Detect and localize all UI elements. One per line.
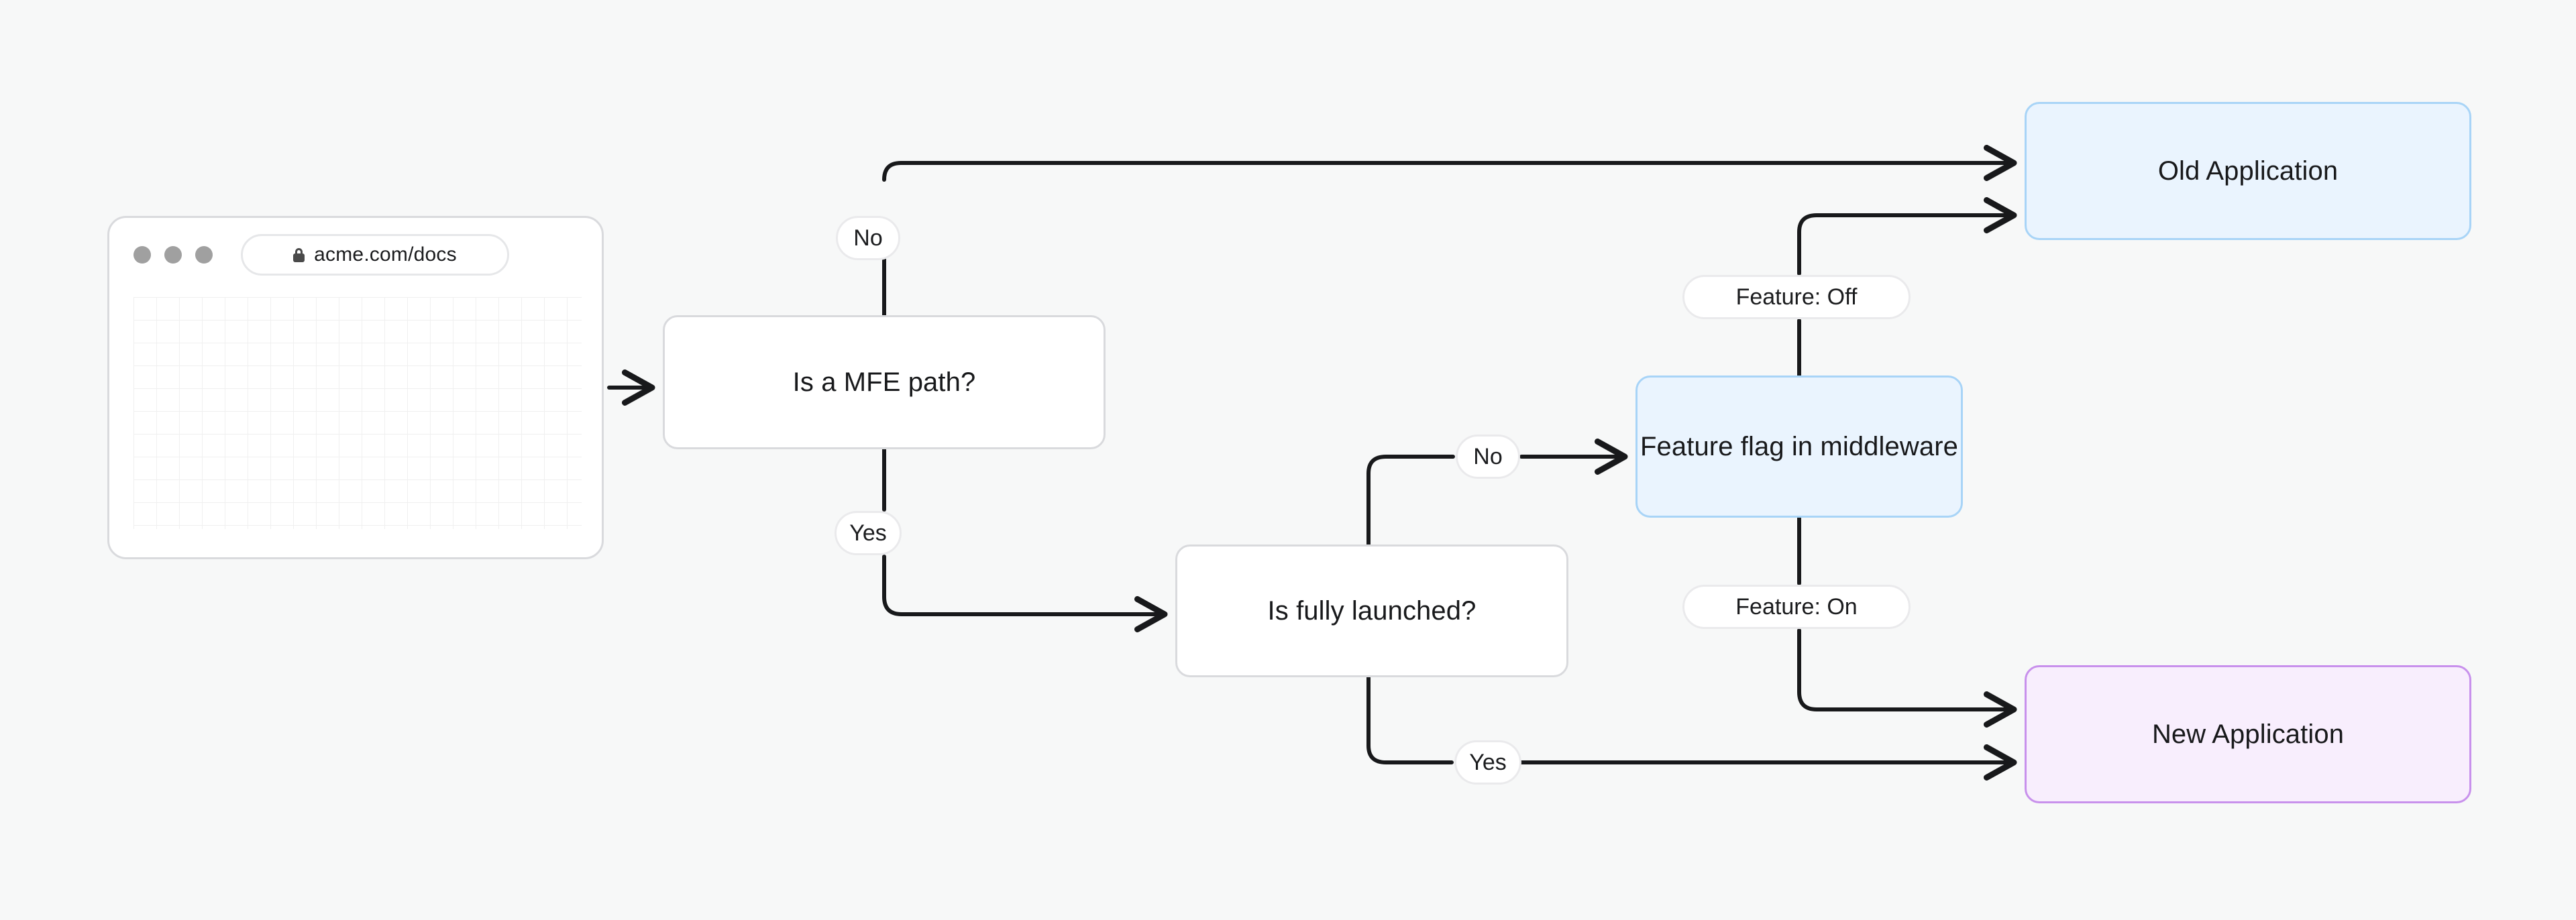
- url-text: acme.com/docs: [314, 243, 457, 266]
- edge-mfe-yes-to-launched: [882, 555, 1168, 632]
- node-old-application[interactable]: Old Application: [2025, 102, 2471, 240]
- url-bar[interactable]: acme.com/docs: [241, 234, 509, 276]
- edge-flag-on-to-new: [1797, 628, 2017, 728]
- edge-label-mfe-no: No: [836, 216, 900, 260]
- edge-label-feature-on: Feature: On: [1682, 585, 1911, 629]
- edge-label-feature-off: Feature: Off: [1682, 275, 1911, 319]
- browser-window-mock: acme.com/docs: [107, 216, 604, 559]
- edge-label-launched-no: No: [1456, 435, 1520, 479]
- browser-viewport-grid: [133, 297, 582, 529]
- maximize-dot-icon[interactable]: [195, 246, 213, 264]
- lock-icon: [293, 247, 305, 262]
- edge-launched-no-up: [1366, 455, 1455, 547]
- edge-label-launched-yes: Yes: [1454, 740, 1521, 785]
- node-new-application[interactable]: New Application: [2025, 665, 2471, 803]
- edge-flag-off-to-old: [1797, 197, 2017, 276]
- edge-launched-yes-down: [1366, 675, 1454, 764]
- browser-toolbar: acme.com/docs: [109, 218, 602, 292]
- node-is-fully-launched[interactable]: Is fully launched?: [1175, 544, 1568, 677]
- node-is-mfe-path[interactable]: Is a MFE path?: [663, 315, 1106, 449]
- minimize-dot-icon[interactable]: [164, 246, 182, 264]
- node-feature-flag-middleware[interactable]: Feature flag in middleware: [1635, 376, 1963, 518]
- edge-mfe-no-to-old: [882, 145, 2017, 182]
- edge-label-mfe-yes: Yes: [835, 511, 902, 555]
- close-dot-icon[interactable]: [133, 246, 151, 264]
- traffic-light-dots: [133, 246, 213, 264]
